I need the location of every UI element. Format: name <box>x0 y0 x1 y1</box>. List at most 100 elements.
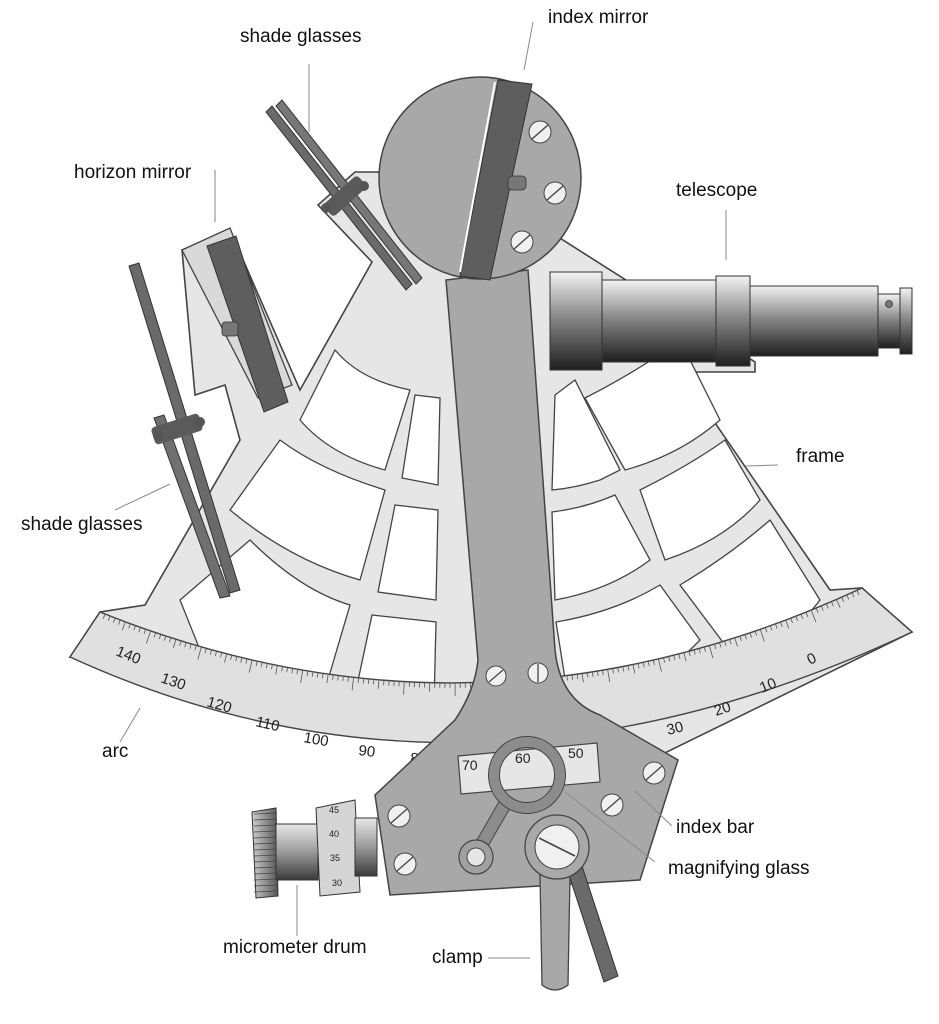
micrometer-drum: 45 40 35 30 <box>251 799 378 899</box>
arc-tick <box>831 601 834 607</box>
knurl-line <box>253 860 278 863</box>
arc-tick <box>240 657 243 663</box>
arc-tick <box>158 634 162 640</box>
arc-tick <box>678 653 681 659</box>
knurl-line <box>253 842 278 845</box>
arc-number: 100 <box>302 729 330 750</box>
arc-tick <box>673 655 676 661</box>
label-magnifying-glass: magnifying glass <box>668 858 810 879</box>
arc-tick <box>739 636 742 642</box>
arc-tick <box>306 670 309 676</box>
clamp <box>524 814 619 991</box>
label-shade-glasses-left: shade glasses <box>21 514 142 535</box>
arc-tick <box>403 681 405 695</box>
arc-tick <box>138 627 141 633</box>
arc-tick <box>271 664 273 670</box>
arc-tick <box>856 590 860 596</box>
arc-tick <box>841 597 844 602</box>
arc-tick <box>189 643 192 649</box>
arc-tick <box>622 666 625 672</box>
arc-tick <box>172 639 177 649</box>
drum-number: 35 <box>330 853 340 863</box>
arc-tick <box>764 627 768 633</box>
label-index-bar: index bar <box>676 817 755 838</box>
arc-tick <box>300 670 304 683</box>
arc-tick <box>647 661 650 667</box>
arc-tick <box>377 679 380 689</box>
arc-tick <box>107 615 111 621</box>
arc-tick <box>214 651 217 657</box>
arc-tick <box>851 592 855 598</box>
arc-tick <box>800 614 804 620</box>
arc-tick <box>719 642 722 648</box>
arc-tick <box>153 632 157 638</box>
arc-tick <box>769 625 773 631</box>
arc-tick <box>790 618 793 623</box>
arc-tick <box>759 629 765 642</box>
knurl-line <box>253 866 278 869</box>
arc-tick <box>729 639 732 645</box>
knurl-line <box>253 878 278 881</box>
arc-tick <box>698 648 701 654</box>
arc-tick <box>179 640 182 646</box>
arc-tick <box>337 675 339 681</box>
knurl-line <box>253 818 278 821</box>
arc-tick <box>642 662 645 668</box>
arc-tick <box>113 617 116 623</box>
index-bar-screws <box>387 662 666 876</box>
labels: index mirror shade glasses horizon mirro… <box>21 7 845 968</box>
arc-tick <box>204 648 207 654</box>
arc-number: 30 <box>665 718 685 739</box>
arc-tick <box>780 621 783 627</box>
vernier-number: 60 <box>515 750 531 766</box>
arc-tick <box>708 645 714 659</box>
knurl-line <box>253 872 278 875</box>
arc-tick <box>663 657 666 663</box>
arc-tick <box>754 630 758 636</box>
label-clamp: clamp <box>432 947 483 968</box>
arc-tick <box>826 603 829 609</box>
arc-tick <box>805 612 809 617</box>
label-micrometer-drum: micrometer drum <box>223 937 367 958</box>
arc-tick <box>775 623 778 629</box>
arc-number: 120 <box>205 694 234 717</box>
arc-tick <box>347 676 349 682</box>
label-index-mirror: index mirror <box>548 7 649 28</box>
arc-tick <box>342 676 344 682</box>
arc-tick <box>652 660 655 666</box>
arc-tick <box>362 678 365 684</box>
knurl-line <box>253 830 278 833</box>
arc-tick <box>566 675 568 681</box>
leader-lines <box>114 21 779 959</box>
arc-tick <box>714 643 717 650</box>
arc-number: 90 <box>358 742 377 761</box>
arc-tick <box>311 671 314 677</box>
shade-glasses-top <box>265 99 423 291</box>
arc-tick <box>332 674 334 680</box>
arc-tick <box>597 671 599 677</box>
arc-tick <box>326 674 329 684</box>
arc-tick <box>815 607 819 613</box>
arc-tick <box>627 665 630 671</box>
arc-tick <box>194 645 197 651</box>
arc-tick <box>235 656 238 662</box>
knurl-line <box>253 812 278 815</box>
arc-tick <box>133 625 136 631</box>
telescope <box>549 271 913 371</box>
arc-tick <box>245 658 248 664</box>
drum-number: 30 <box>332 878 342 888</box>
arc-tick <box>820 605 824 611</box>
arc-number: 110 <box>254 713 281 735</box>
arc-tick <box>683 652 687 662</box>
label-arc: arc <box>102 741 128 762</box>
arc-tick <box>265 663 268 669</box>
arc-tick <box>668 656 671 662</box>
vernier-number: 70 <box>462 757 478 773</box>
arc-tick <box>703 646 706 653</box>
arc-tick <box>224 653 228 663</box>
arc-tick <box>357 677 359 683</box>
arc-tick <box>184 642 187 648</box>
index-bar <box>374 269 679 896</box>
arc-tick <box>209 649 212 655</box>
arc-tick <box>296 669 299 675</box>
